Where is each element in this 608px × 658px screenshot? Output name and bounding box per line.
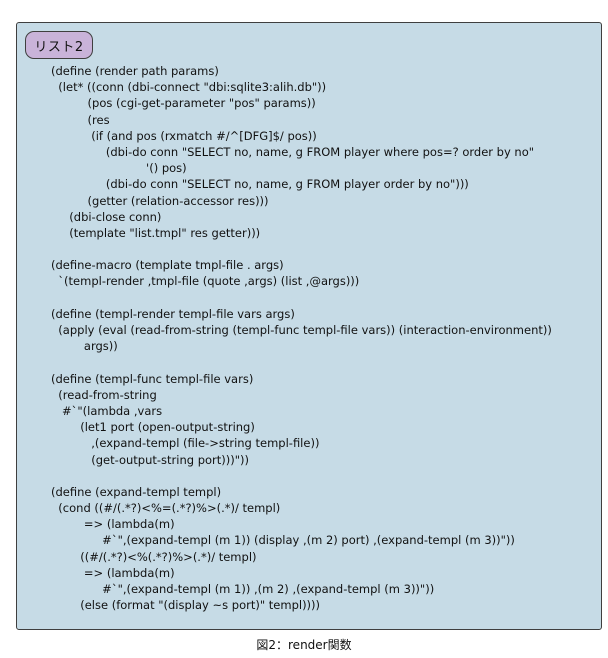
- code-line: [51, 468, 552, 484]
- code-line: (define (expand-templ templ): [51, 484, 222, 499]
- code-line: (define (templ-func templ-file vars): [51, 371, 254, 386]
- code-line: ,(expand-templ (file->string templ-file)…: [51, 436, 320, 451]
- code-line: #`",(expand-templ (m 1)) (display ,(m 2)…: [51, 533, 515, 548]
- figure-caption: 図2：render関数: [256, 638, 352, 652]
- code-line: args)): [51, 339, 118, 354]
- code-line: [51, 290, 552, 306]
- code-line: (dbi-do conn "SELECT no, name, g FROM pl…: [51, 177, 469, 192]
- code-line: (let1 port (open-output-string): [51, 420, 255, 435]
- listing-tab-label: リスト2: [25, 31, 93, 59]
- code-line: (let* ((conn (dbi-connect "dbi:sqlite3:a…: [51, 80, 327, 95]
- code-line: (define-macro (template tmpl-file . args…: [51, 258, 284, 273]
- code-line: '() pos): [51, 161, 187, 176]
- code-line: => (lambda(m): [51, 565, 175, 580]
- code-line: (getter (relation-accessor res))): [51, 193, 269, 208]
- code-line: (define (templ-render templ-file vars ar…: [51, 306, 295, 321]
- code-line: [51, 241, 552, 257]
- code-line: `(templ-render ,tmpl-file (quote ,args) …: [51, 274, 360, 289]
- code-line: ((#/(.*?)<%(.*?)%>(.*)/ templ): [51, 549, 257, 564]
- code-line: => (lambda(m): [51, 517, 175, 532]
- code-line: (else (format "(display ~s port)" templ)…: [51, 598, 321, 613]
- code-line: (get-output-string port)))")): [51, 452, 249, 467]
- code-line: (cond ((#/(.*?)<%=(.*?)%>(.*)/ templ): [51, 501, 281, 516]
- code-line: (if (and pos (rxmatch #/^[DFG]$/ pos)): [51, 128, 317, 143]
- code-line: (read-from-string: [51, 387, 157, 402]
- code-line: (apply (eval (read-from-string (templ-fu…: [51, 323, 552, 337]
- code-line: #`",(expand-templ (m 1)) ,(m 2) ,(expand…: [51, 582, 435, 596]
- code-line: #`"(lambda ,vars: [51, 403, 163, 418]
- code-line: (template "list.tmpl" res getter))): [51, 225, 261, 240]
- code-listing-panel: リスト2 (define (render path params) (let* …: [16, 22, 602, 630]
- code-block: (define (render path params) (let* ((con…: [51, 63, 552, 613]
- code-line: [51, 354, 552, 370]
- code-line: (res: [51, 112, 110, 127]
- code-line: (pos (cgi-get-parameter "pos" params)): [51, 96, 316, 111]
- code-line: (dbi-do conn "SELECT no, name, g FROM pl…: [51, 144, 535, 159]
- code-line: (dbi-close conn): [51, 209, 162, 224]
- code-line: (define (render path params): [51, 64, 219, 78]
